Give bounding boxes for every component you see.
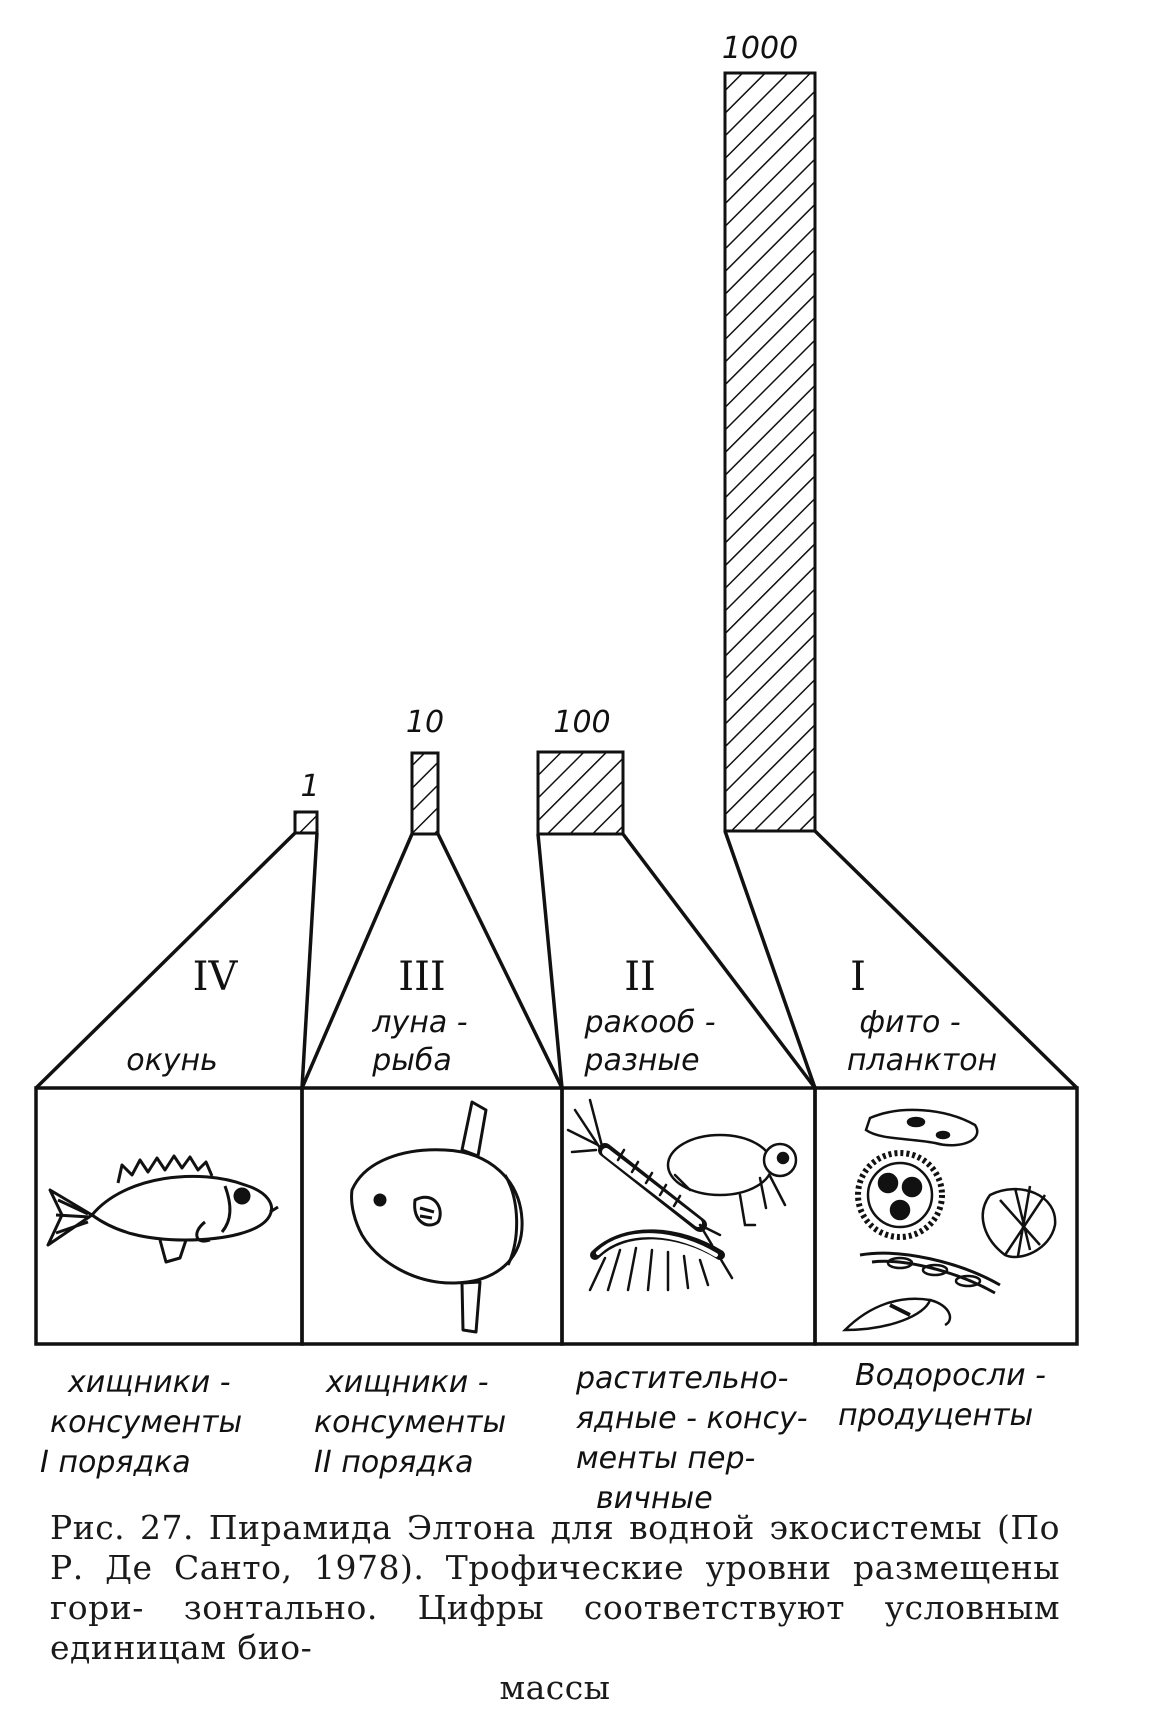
role-ii-line2: ядные - консу- <box>576 1401 808 1436</box>
organism-name-iii-line1: луна - <box>371 1005 467 1040</box>
role-ii-line3: менты пер- <box>576 1441 755 1476</box>
biomass-label-ii: 100 <box>553 705 610 740</box>
role-i-line2: продуценты <box>838 1398 1033 1433</box>
organism-box-i <box>813 1086 1079 1346</box>
connector-iii-right <box>436 833 564 1089</box>
role-labels: хищники - консументы I порядка хищники -… <box>40 1358 1046 1516</box>
biomass-bars <box>293 71 817 836</box>
role-iv-line2: консументы <box>50 1405 242 1440</box>
biomass-bar-i <box>723 71 817 833</box>
connector-iv <box>34 831 297 1090</box>
level-numerals: IV III II I <box>193 954 866 1000</box>
role-iii-line2: консументы <box>314 1405 506 1440</box>
level-numeral-iv: IV <box>193 954 239 1000</box>
role-iii-line3: II порядка <box>314 1445 474 1480</box>
organism-name-i-line2: планктон <box>847 1043 997 1078</box>
crustaceans-icon <box>566 1098 798 1292</box>
role-iv-line1: хищники - <box>67 1365 231 1400</box>
connector-i-right <box>813 829 1079 1090</box>
biomass-bar-iv <box>293 810 319 835</box>
organism-name-i-line1: фито - <box>859 1005 960 1040</box>
organism-names: окунь луна - рыба ракооб - разные фито -… <box>126 1005 997 1078</box>
caption-line-2: Р. Де Санто, 1978). Трофические уровни р… <box>50 1548 1060 1627</box>
level-numeral-ii: II <box>624 954 656 1000</box>
biomass-bar-iii <box>410 751 440 836</box>
organism-name-iii-line2: рыба <box>371 1043 452 1078</box>
caption-line-4: массы <box>499 1668 611 1707</box>
connector-lines <box>34 829 1079 1090</box>
role-iv-line3: I порядка <box>40 1445 191 1480</box>
role-ii-line1: растительно- <box>575 1361 788 1396</box>
figure-caption: Рис. 27. Пирамида Элтона для водной экос… <box>50 1508 1060 1708</box>
organism-name-iv-line1: окунь <box>126 1043 218 1078</box>
biomass-label-i: 1000 <box>722 31 798 66</box>
organism-boxes <box>34 1086 1079 1346</box>
role-i-line1: Водоросли - <box>855 1358 1046 1393</box>
caption-line-1: Рис. 27. Пирамида Элтона для водной экос… <box>50 1508 1060 1547</box>
level-numeral-iii: III <box>398 954 445 1000</box>
connector-ii-right <box>621 832 817 1090</box>
connector-i <box>723 830 817 1089</box>
organism-name-ii-line2: разные <box>583 1043 699 1078</box>
biomass-labels: 1 10 100 1000 <box>300 31 798 804</box>
connector-iv-right <box>300 832 319 1089</box>
role-ii-line4: вичные <box>596 1481 713 1516</box>
phytoplankton-icon <box>841 1108 1057 1332</box>
organism-name-ii-line1: ракооб - <box>583 1005 715 1040</box>
caption-line-3: зонтально. Цифры соответствуют условным … <box>50 1588 1061 1667</box>
sunfish-icon <box>350 1100 524 1334</box>
connector-iii <box>300 833 414 1089</box>
connector-ii <box>536 833 564 1089</box>
biomass-label-iv: 1 <box>300 769 319 804</box>
role-iii-line1: хищники - <box>325 1365 489 1400</box>
biomass-label-iii: 10 <box>406 705 444 740</box>
perch-fish-icon <box>46 1154 279 1264</box>
biomass-bar-ii <box>536 750 625 836</box>
level-numeral-i: I <box>850 954 866 1000</box>
